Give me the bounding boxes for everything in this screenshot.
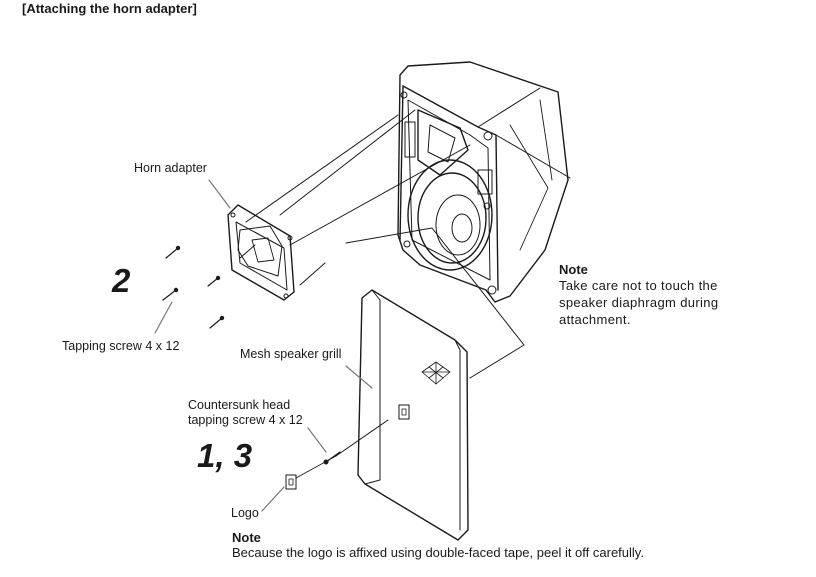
note-text: Because the logo is affixed using double… [232,545,644,560]
countersunk-screw-label: Countersunk head tapping screw 4 x 12 [188,398,303,428]
horn-adapter-label: Horn adapter [134,161,207,175]
note-heading: Note [232,530,261,545]
logo-badge [285,455,337,490]
note-heading: Note [559,262,588,277]
tapping-screw-label: Tapping screw 4 x 12 [62,339,180,353]
note-logo-tape: Note Because the logo is affixed using d… [232,530,644,560]
step-2-marker: 2 [112,262,131,299]
grill-mesh-pattern [421,361,451,385]
mesh-grill-label: Mesh speaker grill [240,347,342,361]
page-title: [Attaching the horn adapter] [22,1,197,16]
note-text: Take care not to touch the speaker diaph… [559,278,719,327]
leader-lines [154,179,373,512]
note-diaphragm: Note Take care not to touch the speaker … [559,262,759,328]
countersunk-label-line-2: tapping screw 4 x 12 [188,413,303,427]
horn-adapter [227,204,295,301]
alignment-lines [239,109,471,286]
step-1-3-marker: 1, 3 [197,437,253,474]
tapping-screws [162,247,223,329]
speaker-cabinet [397,61,571,303]
mesh-speaker-grill [357,289,469,541]
logo-label: Logo [231,506,259,520]
countersunk-label-line-1: Countersunk head [188,398,291,412]
mounting-plane-outline [345,227,525,379]
